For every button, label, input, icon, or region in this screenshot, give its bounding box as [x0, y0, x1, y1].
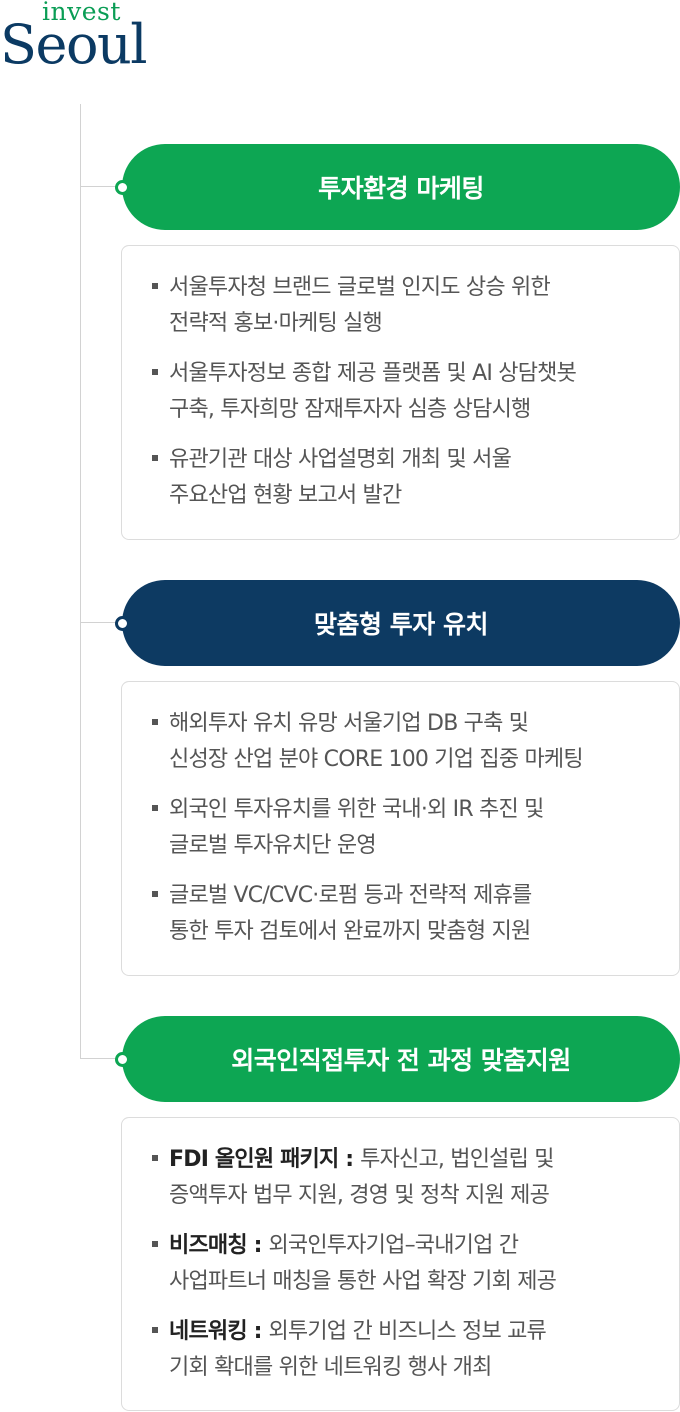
- list-item-line: 글로벌 투자유치단 운영: [169, 833, 377, 858]
- list-item-line: 서울투자청 브랜드 글로벌 인지도 상승 위한: [169, 275, 551, 300]
- timeline-node-icon: [115, 1052, 130, 1067]
- list-item-text: 외국인투자기업–국내기업 간: [268, 1233, 519, 1258]
- square-bullet-icon: [152, 283, 158, 289]
- section-content-box: 해외투자 유치 유망 서울기업 DB 구축 및 신성장 산업 분야 CORE 1…: [121, 681, 680, 976]
- logo-invest-text: invest: [42, 0, 121, 26]
- list-item-line: 기회 확대를 위한 네트워킹 행사 개최: [169, 1355, 492, 1380]
- bullet-list: 서울투자청 브랜드 글로벌 인지도 상승 위한 전략적 홍보·마케팅 실행 서울…: [152, 270, 662, 528]
- list-item-text: 투자신고, 법인설립 및: [360, 1147, 554, 1172]
- section-title: 맞춤형 투자 유치: [314, 610, 488, 639]
- timeline-node-icon: [115, 616, 130, 631]
- square-bullet-icon: [152, 805, 158, 811]
- section-content-box: FDI 올인원 패키지 : 투자신고, 법인설립 및 증액투자 법무 지원, 경…: [121, 1117, 680, 1411]
- square-bullet-icon: [152, 369, 158, 375]
- list-item: 유관기관 대상 사업설명회 개최 및 서울 주요산업 현황 보고서 발간: [152, 442, 662, 514]
- square-bullet-icon: [152, 1241, 158, 1247]
- timeline-connector: [80, 1058, 120, 1059]
- square-bullet-icon: [152, 891, 158, 897]
- square-bullet-icon: [152, 1155, 158, 1161]
- list-item-line: 비즈매칭 : 외국인투자기업–국내기업 간: [169, 1228, 662, 1264]
- timeline-connector: [80, 622, 120, 623]
- list-item: 비즈매칭 : 외국인투자기업–국내기업 간 사업파트너 매칭을 통한 사업 확장…: [152, 1228, 662, 1300]
- list-item-line: 전략적 홍보·마케팅 실행: [169, 311, 383, 336]
- section-title-pill: 외국인직접투자 전 과정 맞춤지원: [115, 1016, 680, 1102]
- list-item: 서울투자청 브랜드 글로벌 인지도 상승 위한 전략적 홍보·마케팅 실행: [152, 270, 662, 342]
- list-item-line: 서울투자정보 종합 제공 플랫폼 및 AI 상담챗봇: [169, 361, 577, 386]
- section-title: 투자환경 마케팅: [318, 174, 484, 203]
- square-bullet-icon: [152, 1327, 158, 1333]
- section-title-pill: 투자환경 마케팅: [115, 144, 680, 230]
- list-item-line: 유관기관 대상 사업설명회 개최 및 서울: [169, 447, 512, 472]
- section-content-box: 서울투자청 브랜드 글로벌 인지도 상승 위한 전략적 홍보·마케팅 실행 서울…: [121, 245, 680, 540]
- section-title: 외국인직접투자 전 과정 맞춤지원: [231, 1046, 571, 1075]
- list-item: FDI 올인원 패키지 : 투자신고, 법인설립 및 증액투자 법무 지원, 경…: [152, 1142, 662, 1214]
- list-item-line: 구축, 투자희망 잠재투자자 심층 상담시행: [169, 397, 531, 422]
- square-bullet-icon: [152, 455, 158, 461]
- list-item: 외국인 투자유치를 위한 국내·외 IR 추진 및 글로벌 투자유치단 운영: [152, 792, 662, 864]
- list-item-line: 통한 투자 검토에서 완료까지 맞춤형 지원: [169, 919, 531, 944]
- list-item: 네트워킹 : 외투기업 간 비즈니스 정보 교류 기회 확대를 위한 네트워킹 …: [152, 1314, 662, 1386]
- list-item-label: FDI 올인원 패키지 :: [169, 1147, 361, 1172]
- list-item-line: 외국인 투자유치를 위한 국내·외 IR 추진 및: [169, 797, 544, 822]
- invest-seoul-logo[interactable]: invest Seoul: [0, 0, 170, 80]
- list-item-line: 사업파트너 매칭을 통한 사업 확장 기회 제공: [169, 1269, 557, 1294]
- timeline-line: [80, 104, 81, 1058]
- timeline-connector: [80, 186, 120, 187]
- logo-seoul-text: Seoul: [0, 13, 148, 76]
- list-item-line: FDI 올인원 패키지 : 투자신고, 법인설립 및: [169, 1142, 662, 1178]
- bullet-list: 해외투자 유치 유망 서울기업 DB 구축 및 신성장 산업 분야 CORE 1…: [152, 706, 662, 964]
- section-title-pill: 맞춤형 투자 유치: [115, 580, 680, 666]
- list-item-line: 네트워킹 : 외투기업 간 비즈니스 정보 교류: [169, 1314, 662, 1350]
- list-item-line: 주요산업 현황 보고서 발간: [169, 483, 402, 508]
- list-item: 해외투자 유치 유망 서울기업 DB 구축 및 신성장 산업 분야 CORE 1…: [152, 706, 662, 778]
- list-item-text: 외투기업 간 비즈니스 정보 교류: [268, 1319, 546, 1344]
- list-item-line: 해외투자 유치 유망 서울기업 DB 구축 및: [169, 711, 529, 736]
- list-item-label: 네트워킹 :: [169, 1319, 269, 1344]
- list-item-line: 증액투자 법무 지원, 경영 및 정착 지원 제공: [169, 1183, 550, 1208]
- square-bullet-icon: [152, 719, 158, 725]
- list-item-line: 신성장 산업 분야 CORE 100 기업 집중 마케팅: [169, 747, 584, 772]
- list-item-label: 비즈매칭 :: [169, 1233, 269, 1258]
- list-item: 글로벌 VC/CVC·로펌 등과 전략적 제휴를 통한 투자 검토에서 완료까지…: [152, 878, 662, 950]
- bullet-list: FDI 올인원 패키지 : 투자신고, 법인설립 및 증액투자 법무 지원, 경…: [152, 1142, 662, 1400]
- timeline-node-icon: [115, 180, 130, 195]
- list-item-line: 글로벌 VC/CVC·로펌 등과 전략적 제휴를: [169, 883, 532, 908]
- list-item: 서울투자정보 종합 제공 플랫폼 및 AI 상담챗봇 구축, 투자희망 잠재투자…: [152, 356, 662, 428]
